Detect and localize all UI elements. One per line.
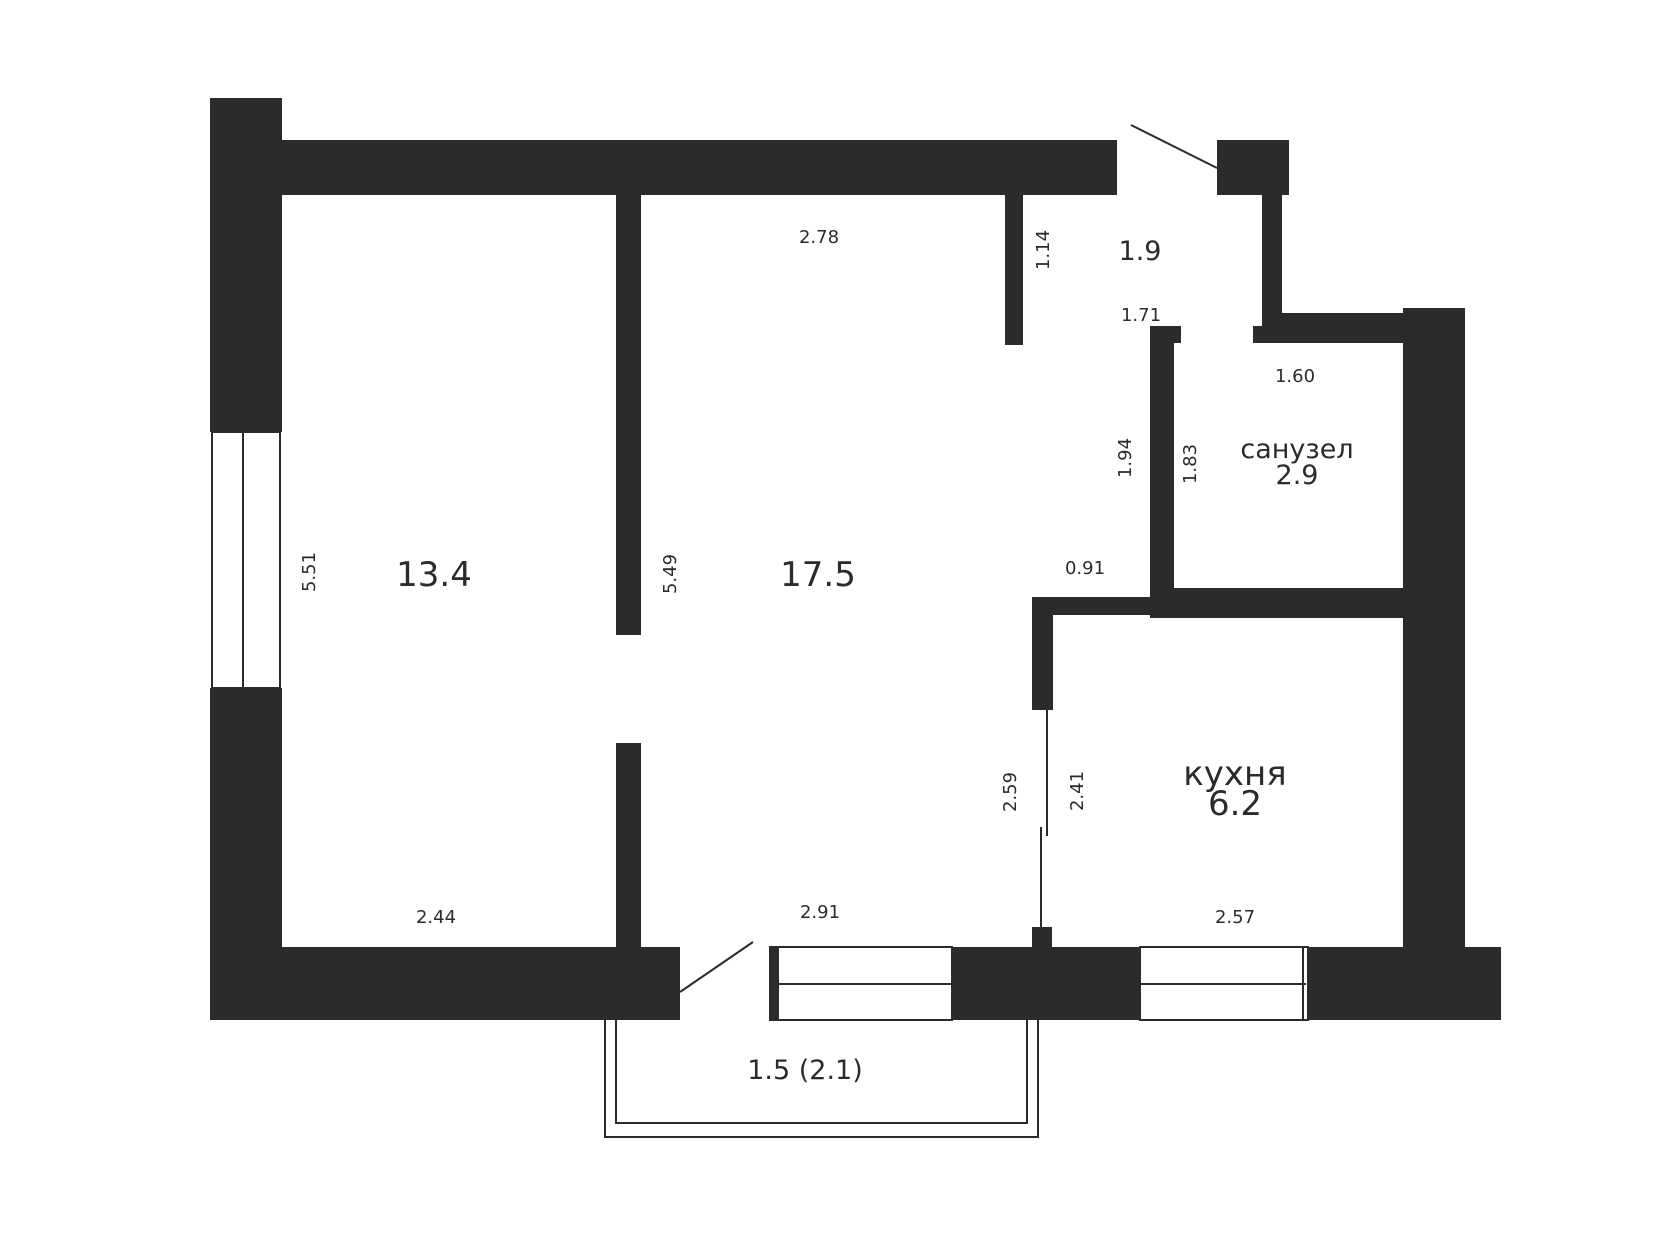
kitchen-area: 6.2 [1208,784,1262,824]
hall-area: 1.9 [1119,236,1162,267]
bathroom-label: санузел [1240,434,1353,465]
wall-bottom-pier [952,947,1140,1020]
dimension-1-94: 1.94 [1115,438,1136,478]
wall-left-upper [210,98,282,432]
dimension-2-91: 2.91 [800,902,840,923]
wall-bottom-right [1308,947,1501,1020]
balcony [604,1020,1039,1138]
dimension-2-41: 2.41 [1067,771,1088,811]
dimension-2-78: 2.78 [799,227,839,248]
balcony-door-swing [679,941,754,993]
room-center-area: 17.5 [780,555,856,595]
wall-right [1403,308,1465,949]
dimension-2-59: 2.59 [1000,772,1021,812]
hall-stub-wall [1005,195,1023,345]
wall-top [282,140,1117,195]
partition-upper [616,195,641,635]
kitchen-left-wall [1032,597,1053,710]
bathroom-top-wall-vertical [1262,195,1282,327]
dimension-1-83: 1.83 [1180,444,1201,484]
bathroom-door-jamb-right [1253,326,1283,343]
bathroom-left-wall [1150,326,1174,618]
dimension-2-44: 2.44 [416,907,456,928]
bathroom-kitchen-wall [1150,588,1403,618]
wall-bottom-left [210,947,680,1020]
dimension-5-51: 5.51 [299,552,320,592]
bathroom-area: 2.9 [1276,460,1319,491]
wall-top-right-stub [1217,140,1289,195]
bathroom-top-wall [1282,313,1404,343]
dimension-1-60: 1.60 [1275,366,1315,387]
partition-lower [616,743,641,948]
kitchen-label: кухня [1183,754,1286,794]
window-kitchen [1139,946,1309,1021]
kitchen-top-wall [1032,597,1152,615]
dimension-0-91: 0.91 [1065,558,1105,579]
window-balcony [769,946,953,1021]
dimension-1-14: 1.14 [1033,230,1054,270]
dimension-5-49: 5.49 [660,554,681,594]
dimension-1-71: 1.71 [1121,305,1161,326]
entrance-door-swing [1130,124,1218,169]
dimension-2-57: 2.57 [1215,907,1255,928]
kitchen-left-wall-stub [1032,927,1052,949]
room-left-area: 13.4 [396,555,472,595]
window-left [211,431,281,689]
balcony-area: 1.5 (2.1) [747,1055,863,1086]
